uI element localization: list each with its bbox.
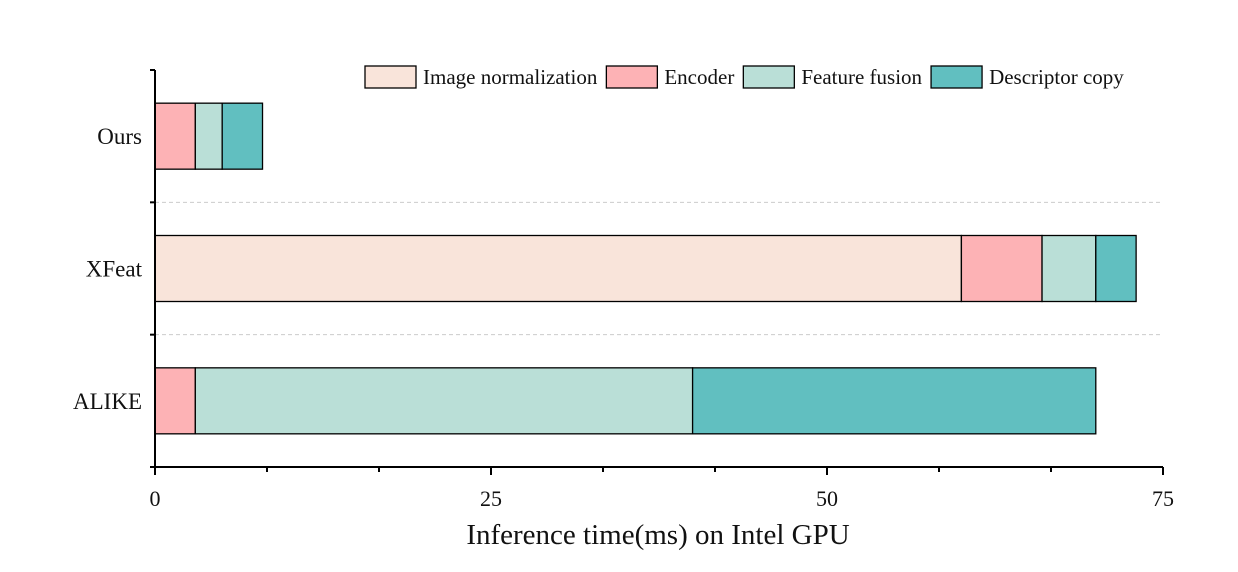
bar-segment-xfeat-descriptor-copy bbox=[1095, 234, 1137, 303]
bars bbox=[154, 102, 1137, 435]
x-tick-label: 75 bbox=[1152, 486, 1174, 511]
bar-segment-xfeat-encoder bbox=[960, 234, 1043, 303]
chart-legend: Image normalization Encoder Feature fusion… bbox=[364, 65, 1124, 89]
x-axis-title: Inference time(ms) on Intel GPU bbox=[466, 519, 849, 551]
category-label-ours: Ours bbox=[97, 124, 142, 149]
x-ticks: 0 25 50 75 bbox=[150, 467, 1174, 511]
x-tick-label: 50 bbox=[816, 486, 838, 511]
legend-label-feature-fusion: Feature fusion bbox=[801, 65, 922, 89]
bar-segment-ours-feature-fusion bbox=[194, 102, 223, 170]
legend-label-image-normalization: Image normalization bbox=[423, 65, 598, 89]
category-separators bbox=[155, 201, 1163, 336]
legend-swatch-descriptor-copy bbox=[930, 65, 983, 89]
bar-segment-ours-encoder bbox=[154, 102, 196, 170]
axes bbox=[150, 69, 1163, 468]
bar-segment-alike-encoder bbox=[154, 367, 196, 435]
legend-label-descriptor-copy: Descriptor copy bbox=[989, 65, 1124, 89]
bar-segment-alike-feature-fusion bbox=[194, 367, 694, 435]
bar-segment-xfeat-image-normalization bbox=[154, 234, 963, 303]
category-label-alike: ALIKE bbox=[73, 389, 142, 414]
legend-swatch-encoder bbox=[605, 65, 659, 89]
x-tick-label: 25 bbox=[480, 486, 502, 511]
bar-segment-xfeat-feature-fusion bbox=[1041, 234, 1097, 303]
legend-swatch-image-normalization bbox=[364, 65, 417, 89]
bar-segment-alike-descriptor-copy bbox=[691, 367, 1097, 435]
legend-label-encoder: Encoder bbox=[664, 65, 734, 89]
bar-segment-ours-descriptor-copy bbox=[221, 102, 264, 170]
legend-swatch-feature-fusion bbox=[742, 65, 795, 89]
category-label-xfeat: XFeat bbox=[86, 257, 143, 282]
x-tick-label: 0 bbox=[150, 486, 161, 511]
